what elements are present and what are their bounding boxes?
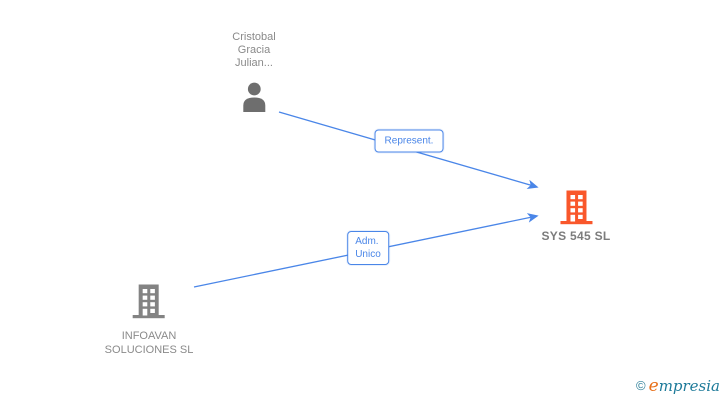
edge-label-adm-unico: Adm. Unico xyxy=(347,231,389,265)
building-icon xyxy=(132,283,166,324)
node-person-cristobal[interactable]: Cristobal Gracia Julian... xyxy=(232,31,276,117)
person-node-label: Cristobal Gracia Julian... xyxy=(232,31,276,69)
company-node-label: SYS 545 SL xyxy=(541,229,611,243)
building-icon xyxy=(559,189,593,230)
brand-initial: e xyxy=(648,376,659,396)
edge-label-represent: Represent. xyxy=(374,129,444,153)
company-node-label: INFOAVAN SOLUCIONES SL xyxy=(104,330,194,356)
person-icon xyxy=(237,81,271,117)
node-company-infoavan-soluciones-sl[interactable]: INFOAVAN SOLUCIONES SL xyxy=(104,283,194,357)
copyright-icon: © xyxy=(636,378,646,393)
node-company-sys-545-sl[interactable]: SYS 545 SL xyxy=(541,189,610,243)
brand-name: mpresia xyxy=(658,377,720,395)
empresia-watermark: ©empresia xyxy=(636,377,720,395)
